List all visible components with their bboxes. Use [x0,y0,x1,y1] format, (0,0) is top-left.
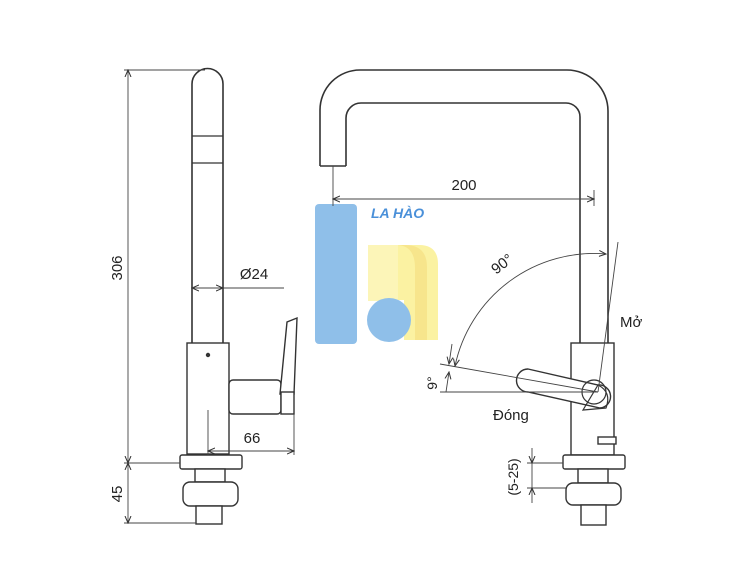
side-view: 306 45 Ø24 66 [109,67,298,525]
front-nut [565,482,622,506]
dim-base-height: 45 [109,486,126,503]
front-spout-arch [319,69,609,343]
angle-closed: 9° [424,376,440,389]
rotation-arc [455,253,606,366]
dim-reach: 200 [451,177,476,194]
label-closed: Đóng [493,407,529,424]
side-handle-stem [228,379,282,415]
logo-brand-text: LA HÀO [371,205,424,221]
side-base-plate [179,454,243,470]
dim-total-height: 306 [109,255,126,280]
front-view: 200 90° 9° Mở Đóng (5-25) [319,69,642,526]
dim-handle-offset: 66 [244,430,261,447]
dim-mount-range: (5-25) [505,458,521,495]
la-hao-logo: LA HÀO [315,204,438,344]
front-base-plate [562,454,626,470]
side-handle-lever [279,316,298,395]
label-open: Mở [620,314,642,331]
dim-diameter: Ø24 [240,266,268,283]
angle-open: 90° [488,251,516,278]
side-spout-tube [191,67,224,344]
side-nut [182,481,239,507]
